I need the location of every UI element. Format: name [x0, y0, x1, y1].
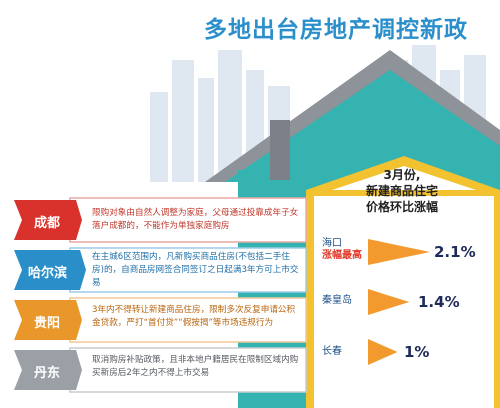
policy-band-chengdu	[69, 197, 307, 243]
rate-city-note: 涨幅最高	[322, 250, 362, 261]
page-title: 多地出台房地产调控新政	[204, 17, 468, 43]
city-tag-dandong	[14, 350, 82, 390]
policy-city-chengdu: 成都	[34, 216, 61, 231]
policy-text-chengdu: 限购对象由自然人调整为家庭，父母通过投靠成年子女落户成都的，不能作为单独家庭购房	[92, 208, 299, 231]
policy-city-guiyang: 贵阳	[34, 316, 61, 331]
rate-bars	[368, 239, 430, 365]
rate-bar	[368, 239, 430, 265]
policy-band-guiyang	[69, 297, 307, 343]
rate-value: 1%	[404, 343, 430, 361]
rate-bar	[368, 339, 398, 365]
policy-text-dandong: 取消购房补贴政策，且非本地户籍居民在限制区域内购买新房后2年之内不得上市交易	[92, 355, 299, 378]
rate-heading-line: 3月份,	[383, 168, 421, 182]
rate-city-name: 长春	[322, 346, 342, 357]
rate-value: 2.1%	[434, 243, 476, 261]
rate-city-name: 海口	[322, 238, 342, 249]
policy-city-harbin: 哈尔滨	[28, 266, 68, 281]
policy-city-dandong: 丹东	[34, 366, 61, 381]
policy-text-harbin: 在主城6区范围内，凡新购买商品住房(不包括二手住房)的，自商品房网签合同签订之日…	[92, 252, 299, 288]
rate-heading-line: 新建商品住宅	[365, 184, 438, 198]
rate-bar	[368, 289, 410, 315]
city-tag-harbin	[14, 250, 86, 290]
panel-roof-inner	[314, 166, 494, 196]
rate-value: 1.4%	[418, 293, 460, 311]
rate-panel-heading: 3月份, 新建商品住宅 价格环比涨幅	[336, 167, 468, 215]
rate-city-label: 秦皇岛	[322, 295, 352, 307]
rate-city-label: 长春	[322, 346, 342, 358]
rate-city-name: 秦皇岛	[322, 295, 352, 306]
roof-inner	[225, 70, 500, 182]
policy-ribbons	[14, 197, 307, 393]
city-tag-guiyang	[14, 300, 82, 340]
policy-text-guiyang: 3年内不得转让新建商品住房，限制多次反复申请公积金贷款，严打“首付贷”“假按揭”…	[92, 305, 296, 328]
policy-band-harbin	[69, 247, 307, 293]
city-tag-chengdu	[14, 200, 82, 240]
rate-city-label: 海口 涨幅最高	[322, 238, 362, 262]
rate-heading-line: 价格环比涨幅	[365, 200, 438, 214]
chimney	[270, 120, 290, 180]
